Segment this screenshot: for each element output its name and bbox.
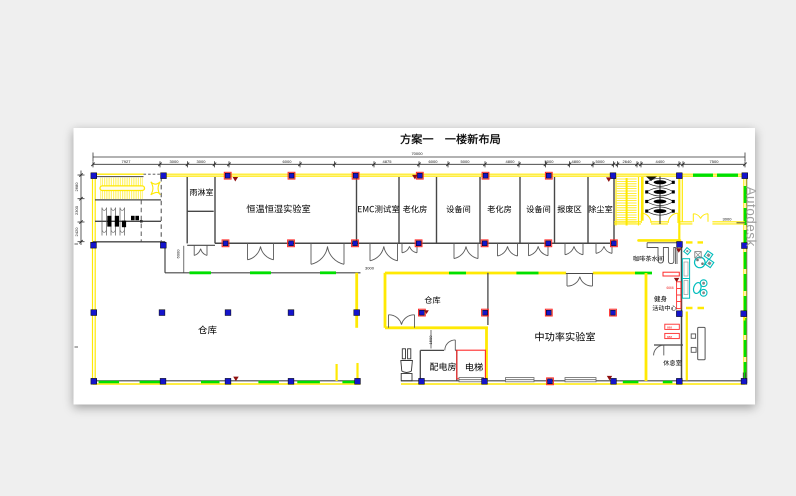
svg-text:Autodesk: Autodesk — [744, 187, 759, 247]
svg-text:4800: 4800 — [572, 159, 582, 164]
svg-text:6000: 6000 — [176, 249, 181, 259]
svg-text:888: 888 — [667, 326, 672, 330]
svg-text:3000: 3000 — [723, 217, 733, 222]
svg-text:3000: 3000 — [197, 159, 207, 164]
svg-text:7927: 7927 — [122, 159, 132, 164]
svg-text:5000: 5000 — [596, 159, 606, 164]
svg-text:4875: 4875 — [383, 159, 393, 164]
svg-text:888: 888 — [667, 335, 672, 339]
svg-text:7500: 7500 — [710, 159, 720, 164]
svg-text:4800: 4800 — [506, 159, 516, 164]
svg-text:5000: 5000 — [545, 159, 555, 164]
svg-text:6000: 6000 — [429, 159, 439, 164]
svg-text:3000: 3000 — [170, 159, 180, 164]
svg-text:70000: 70000 — [411, 151, 423, 156]
svg-text:6000: 6000 — [283, 159, 293, 164]
svg-text:2300: 2300 — [74, 205, 79, 215]
svg-text:4400: 4400 — [656, 159, 666, 164]
svg-text:1500: 1500 — [428, 335, 433, 345]
svg-text:6666: 6666 — [667, 286, 674, 290]
svg-text:2420: 2420 — [74, 227, 79, 237]
svg-text:5000: 5000 — [461, 159, 471, 164]
svg-text:2680: 2680 — [74, 182, 79, 192]
svg-text:2640: 2640 — [623, 159, 633, 164]
svg-text:3000: 3000 — [365, 266, 375, 271]
